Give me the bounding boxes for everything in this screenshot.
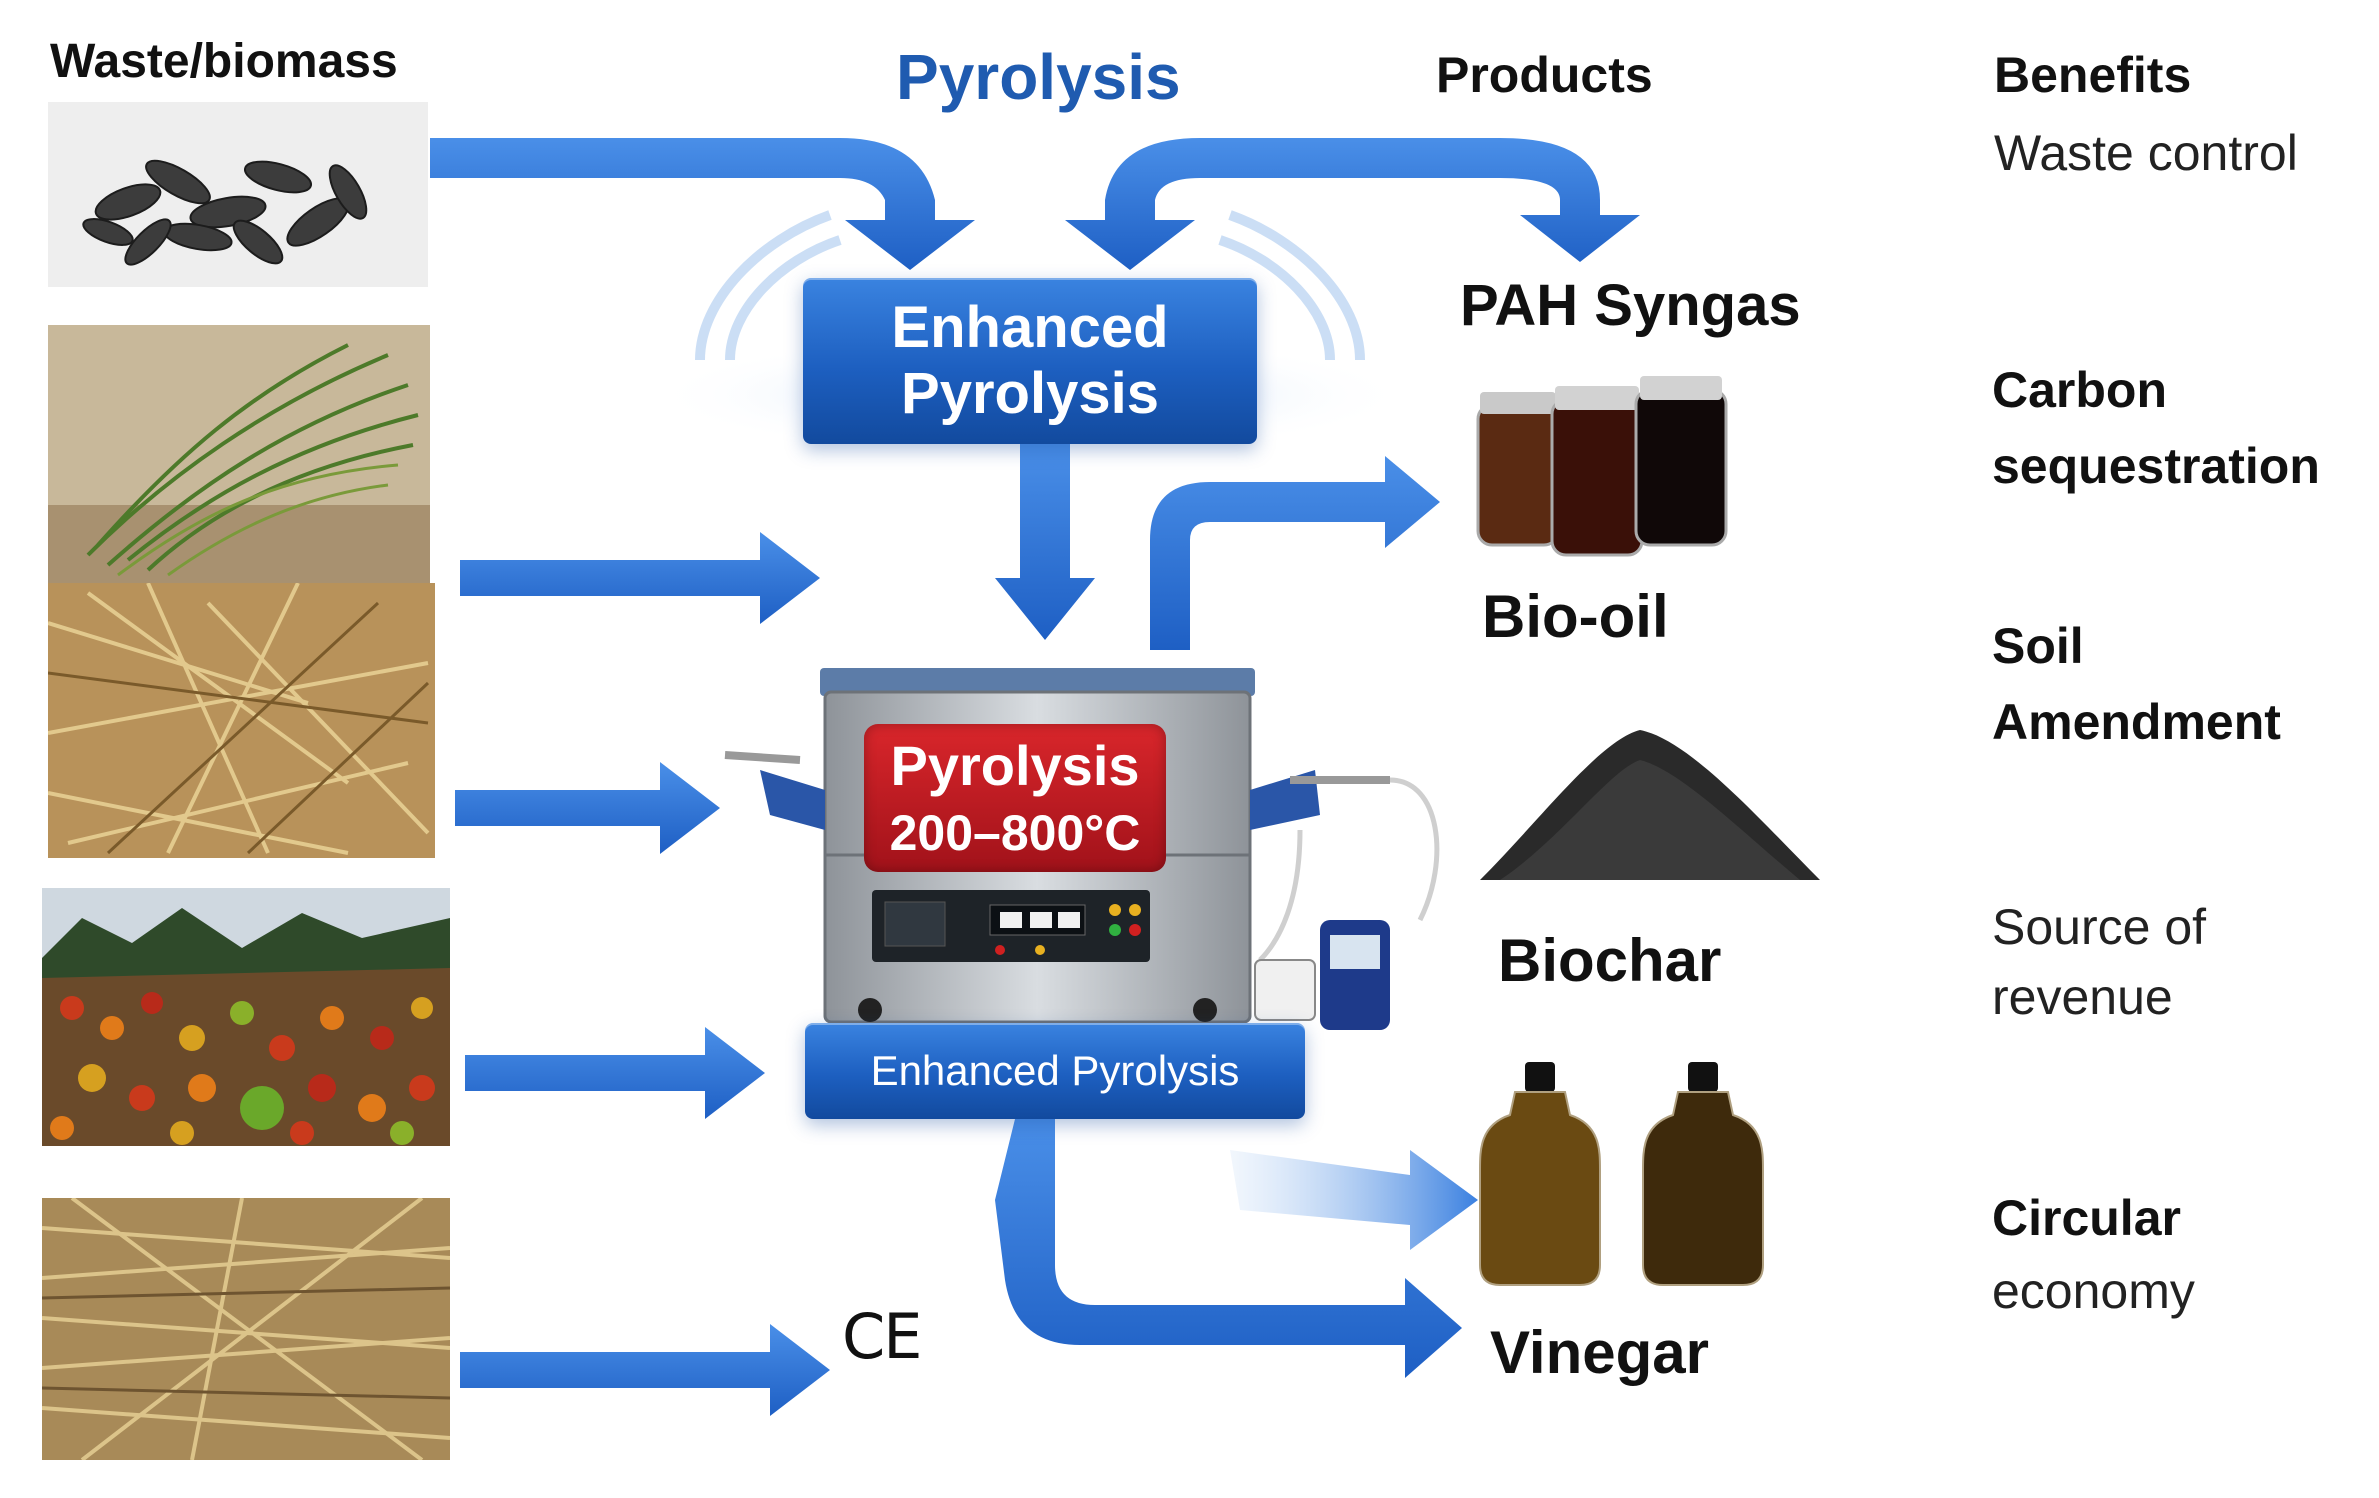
benefit-carbon-sequestration: Carbon sequestration xyxy=(1992,352,2320,504)
product-pah-syngas: PAH Syngas xyxy=(1460,273,1801,338)
arrow-food-in xyxy=(465,1027,765,1119)
vinegar-bottles xyxy=(1479,1062,1764,1286)
benefit-revenue-line1: Source of xyxy=(1992,899,2207,955)
right-tube-clamp xyxy=(1250,770,1320,830)
top-box-line1: Enhanced xyxy=(891,295,1169,360)
food-waste-photo xyxy=(42,888,450,1146)
product-biochar: Biochar xyxy=(1498,927,1722,994)
benefit-soil-amendment: Soil Amendment xyxy=(1992,608,2281,760)
benefit-circular-line2: economy xyxy=(1992,1263,2195,1319)
benefits-header: Benefits xyxy=(1994,47,2192,103)
biochar-pile xyxy=(1480,730,1820,880)
arrow-to-vinegar xyxy=(995,1119,1462,1378)
benefit-revenue-line2: revenue xyxy=(1992,969,2173,1025)
arrow-waste-to-top xyxy=(430,138,975,270)
biooil-jars xyxy=(1476,376,1728,557)
crop-residue-photo xyxy=(42,1198,450,1460)
benefit-circular-economy: Circular economy xyxy=(1992,1180,2195,1326)
furnace-top-panel xyxy=(820,668,1255,696)
benefit-carbon-line2: sequestration xyxy=(1992,438,2320,494)
straw-photo xyxy=(48,583,435,858)
arrow-products-loop xyxy=(1065,138,1640,270)
benefit-source-of-revenue: Source of revenue xyxy=(1992,892,2206,1032)
enhanced-pyrolysis-bottom-box: Enhanced Pyrolysis xyxy=(805,1023,1305,1119)
enhanced-pyrolysis-top-box: Enhanced Pyrolysis xyxy=(803,278,1257,444)
pyrolysis-title: Pyrolysis xyxy=(896,41,1181,113)
benefit-soil-line1: Soil xyxy=(1992,618,2084,674)
product-bio-oil: Bio-oil xyxy=(1482,583,1669,650)
steam-lines xyxy=(695,210,1365,361)
ce-mark: CE xyxy=(842,1300,922,1373)
arrow-to-biooil xyxy=(1150,456,1440,650)
furnace-label-line2: 200–800°C xyxy=(889,805,1141,861)
benefit-circular-line1: Circular xyxy=(1992,1190,2181,1246)
benefit-waste-control: Waste control xyxy=(1994,125,2298,181)
seed-husk-photo xyxy=(48,102,428,287)
arrow-to-vinegar-fade xyxy=(1230,1150,1478,1250)
products-header: Products xyxy=(1436,47,1653,103)
furnace-temperature-label: Pyrolysis 200–800°C xyxy=(864,724,1166,872)
benefit-carbon-line1: Carbon xyxy=(1992,362,2167,418)
top-box-line2: Pyrolysis xyxy=(901,361,1159,426)
arrow-straw-in xyxy=(455,762,720,854)
product-vinegar: Vinegar xyxy=(1490,1319,1709,1386)
waste-header: Waste/biomass xyxy=(50,35,398,88)
arrow-top-to-furnace xyxy=(995,444,1095,640)
arrow-grass-in xyxy=(460,532,820,624)
grass-clippings-photo xyxy=(48,325,430,583)
left-tube-clamp xyxy=(760,770,825,830)
benefit-soil-line2: Amendment xyxy=(1992,694,2281,750)
arrow-residue-in xyxy=(460,1324,830,1416)
furnace-label-line1: Pyrolysis xyxy=(890,734,1140,797)
